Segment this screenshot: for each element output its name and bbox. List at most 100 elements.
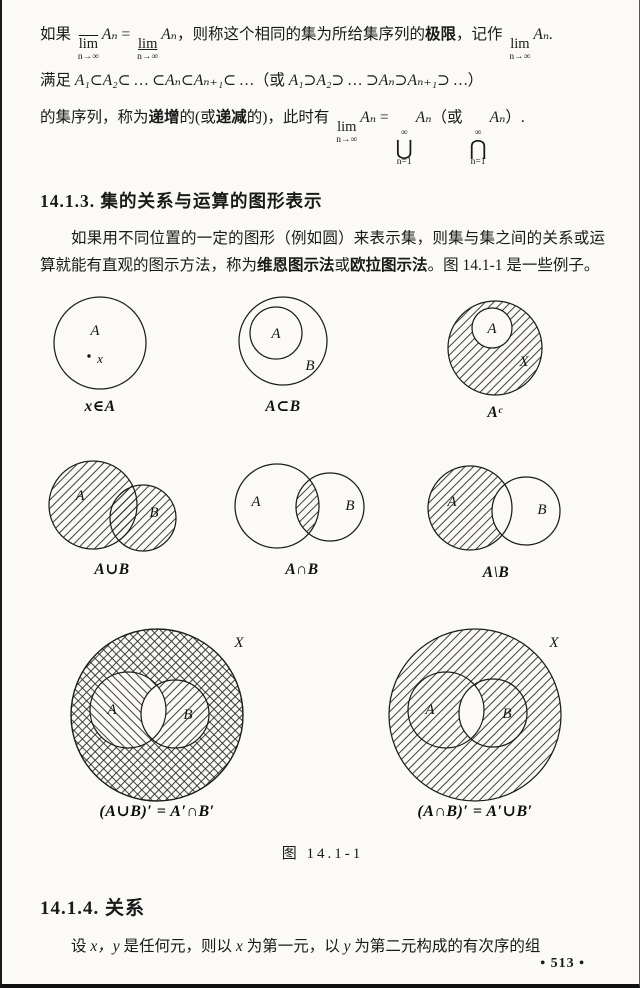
difference-fill bbox=[428, 465, 512, 550]
venn-a-subset-b: A B A⊂B bbox=[238, 296, 328, 415]
venn-demorgan-union: A B X (A∪B)′ = A′∩B′ bbox=[70, 628, 244, 820]
text-run: ） bbox=[467, 72, 484, 89]
caption-demorgan-intersection: (A∩B)′ = A′∪B′ bbox=[417, 803, 532, 820]
text-run: 或 bbox=[334, 256, 351, 274]
caption-union: A∪B bbox=[93, 561, 129, 578]
label-b: B bbox=[305, 358, 314, 374]
page-number: • 513 • bbox=[540, 956, 585, 971]
text-run: 为第一元，以 bbox=[242, 937, 344, 955]
variable-y: y bbox=[343, 937, 351, 955]
b-complement-fill bbox=[71, 628, 243, 801]
text-run: 。图 14.1-1 是一些例子。 bbox=[427, 256, 600, 274]
label-b: B bbox=[345, 498, 354, 514]
circle-a bbox=[48, 460, 138, 550]
text-run: （或 bbox=[253, 72, 289, 89]
caption-intersection: A∩B bbox=[284, 561, 318, 578]
label-a: A bbox=[106, 702, 117, 718]
circle-b bbox=[458, 678, 528, 748]
venn-figure-14-1-1: A x x∈A A B A⊂B A X Aᶜ A B bbox=[48, 296, 562, 820]
liminf-subscript: n→∞ bbox=[137, 51, 159, 62]
chain-formula: A₁⊃A₂⊃ … ⊃Aₙ⊃Aₙ₊₁⊃ … bbox=[288, 72, 468, 89]
label-a: A bbox=[74, 488, 85, 504]
term-limit: 极限 bbox=[424, 26, 456, 43]
caption-demorgan-union: (A∪B)′ = A′∩B′ bbox=[99, 803, 214, 820]
circle-b bbox=[295, 472, 365, 542]
section-heading-1414: 14.1.4. 关系 bbox=[40, 897, 146, 919]
lim-text: lim bbox=[510, 36, 530, 52]
venn-a-union-b: A B A∪B bbox=[48, 460, 177, 578]
circle-a bbox=[471, 307, 513, 349]
intersection-operator: ∞⋂n=1 bbox=[469, 128, 486, 168]
label-x: X bbox=[233, 635, 244, 651]
text-run: 设 bbox=[71, 937, 91, 955]
label-b: B bbox=[149, 505, 158, 521]
intersection-subscript: n=1 bbox=[470, 157, 486, 168]
universe-outline bbox=[70, 628, 244, 802]
text-run: （或 bbox=[431, 109, 467, 126]
label-b: B bbox=[537, 502, 546, 518]
text-run: 的(或 bbox=[179, 109, 216, 126]
circle-b-fill bbox=[110, 484, 176, 551]
label-b: B bbox=[502, 706, 511, 722]
venn-x-in-a: A x x∈A bbox=[53, 296, 147, 415]
venn-a-minus-b: A B A\B bbox=[427, 465, 561, 581]
text-run: ，记作 bbox=[455, 26, 507, 43]
union-subscript: n=1 bbox=[396, 157, 412, 168]
circle-a bbox=[407, 671, 485, 749]
text-run: 如果用不同位置的一定的图形（例如圆）来表示集，则集与集之间的关系或运算就能有直观… bbox=[40, 229, 605, 274]
label-x: X bbox=[548, 635, 559, 651]
set-symbol: Aₙ bbox=[489, 109, 506, 126]
circle-b bbox=[491, 476, 561, 546]
label-a: A bbox=[486, 321, 497, 337]
union-symbol: ⋃ bbox=[395, 135, 413, 160]
intersection-superscript: ∞ bbox=[474, 128, 482, 138]
set-symbol: Aₙ. bbox=[533, 26, 554, 43]
label-a: A bbox=[89, 323, 100, 339]
section-heading-1413: 14.1.3. 集的关系与运算的图形表示 bbox=[40, 190, 323, 211]
set-symbol: Aₙ bbox=[161, 26, 177, 43]
intersection-fill bbox=[296, 472, 319, 541]
set-symbol: Aₙ bbox=[101, 26, 118, 43]
label-a: A bbox=[250, 494, 261, 510]
point-dot bbox=[87, 354, 91, 358]
circle-a bbox=[234, 463, 320, 549]
text-run: 满足 bbox=[40, 72, 75, 89]
limsup-subscript: n→∞ bbox=[77, 51, 99, 62]
lim-subscript: n→∞ bbox=[509, 51, 531, 62]
label-b: B bbox=[183, 707, 192, 723]
term-increasing: 递增 bbox=[148, 109, 180, 126]
union-operator: ∞⋃n=1 bbox=[395, 128, 413, 168]
section-1413-paragraph: 如果用不同位置的一定的图形（例如圆）来表示集，则集与集之间的关系或运算就能有直观… bbox=[40, 225, 605, 279]
circle-b bbox=[238, 296, 328, 386]
lens-fill bbox=[459, 678, 484, 747]
limsup-text: lim bbox=[78, 36, 99, 52]
set-symbol: Aₙ bbox=[360, 109, 377, 126]
intro-line-2: 满足 A₁⊂A₂⊂ … ⊂Aₙ⊂Aₙ₊₁⊂ …（或 A₁⊃A₂⊃ … ⊃Aₙ⊃A… bbox=[40, 62, 605, 99]
venn-a-intersect-b: A B A∩B bbox=[234, 463, 365, 578]
circle-a bbox=[427, 465, 513, 551]
text-run: 的)，此时有 bbox=[246, 109, 334, 126]
label-a: A bbox=[446, 494, 457, 510]
variables-xy: x，y bbox=[90, 937, 120, 955]
caption-x-in-a: x∈A bbox=[83, 398, 115, 415]
circle-a bbox=[249, 306, 303, 360]
text-run: 的集序列，称为 bbox=[40, 109, 149, 126]
text-run: 如果 bbox=[40, 26, 75, 43]
text-run: 是任何元，则以 bbox=[119, 937, 236, 955]
caption-difference: A\B bbox=[482, 564, 509, 581]
label-x: X bbox=[518, 354, 529, 370]
figure-caption: 图 14.1-1 bbox=[281, 845, 364, 862]
lim-subscript: n→∞ bbox=[336, 134, 358, 145]
variable-x: x bbox=[235, 937, 243, 955]
term-venn-diagram: 维恩图示法 bbox=[257, 256, 335, 274]
text-run: ，则称这个相同的集为所给集序列的 bbox=[176, 26, 425, 43]
chain-formula: A₁⊂A₂⊂ … ⊂Aₙ⊂Aₙ₊₁⊂ … bbox=[74, 72, 254, 89]
label-a: A bbox=[270, 326, 281, 342]
label-a: A bbox=[424, 702, 435, 718]
set-symbol: Aₙ bbox=[415, 109, 432, 126]
